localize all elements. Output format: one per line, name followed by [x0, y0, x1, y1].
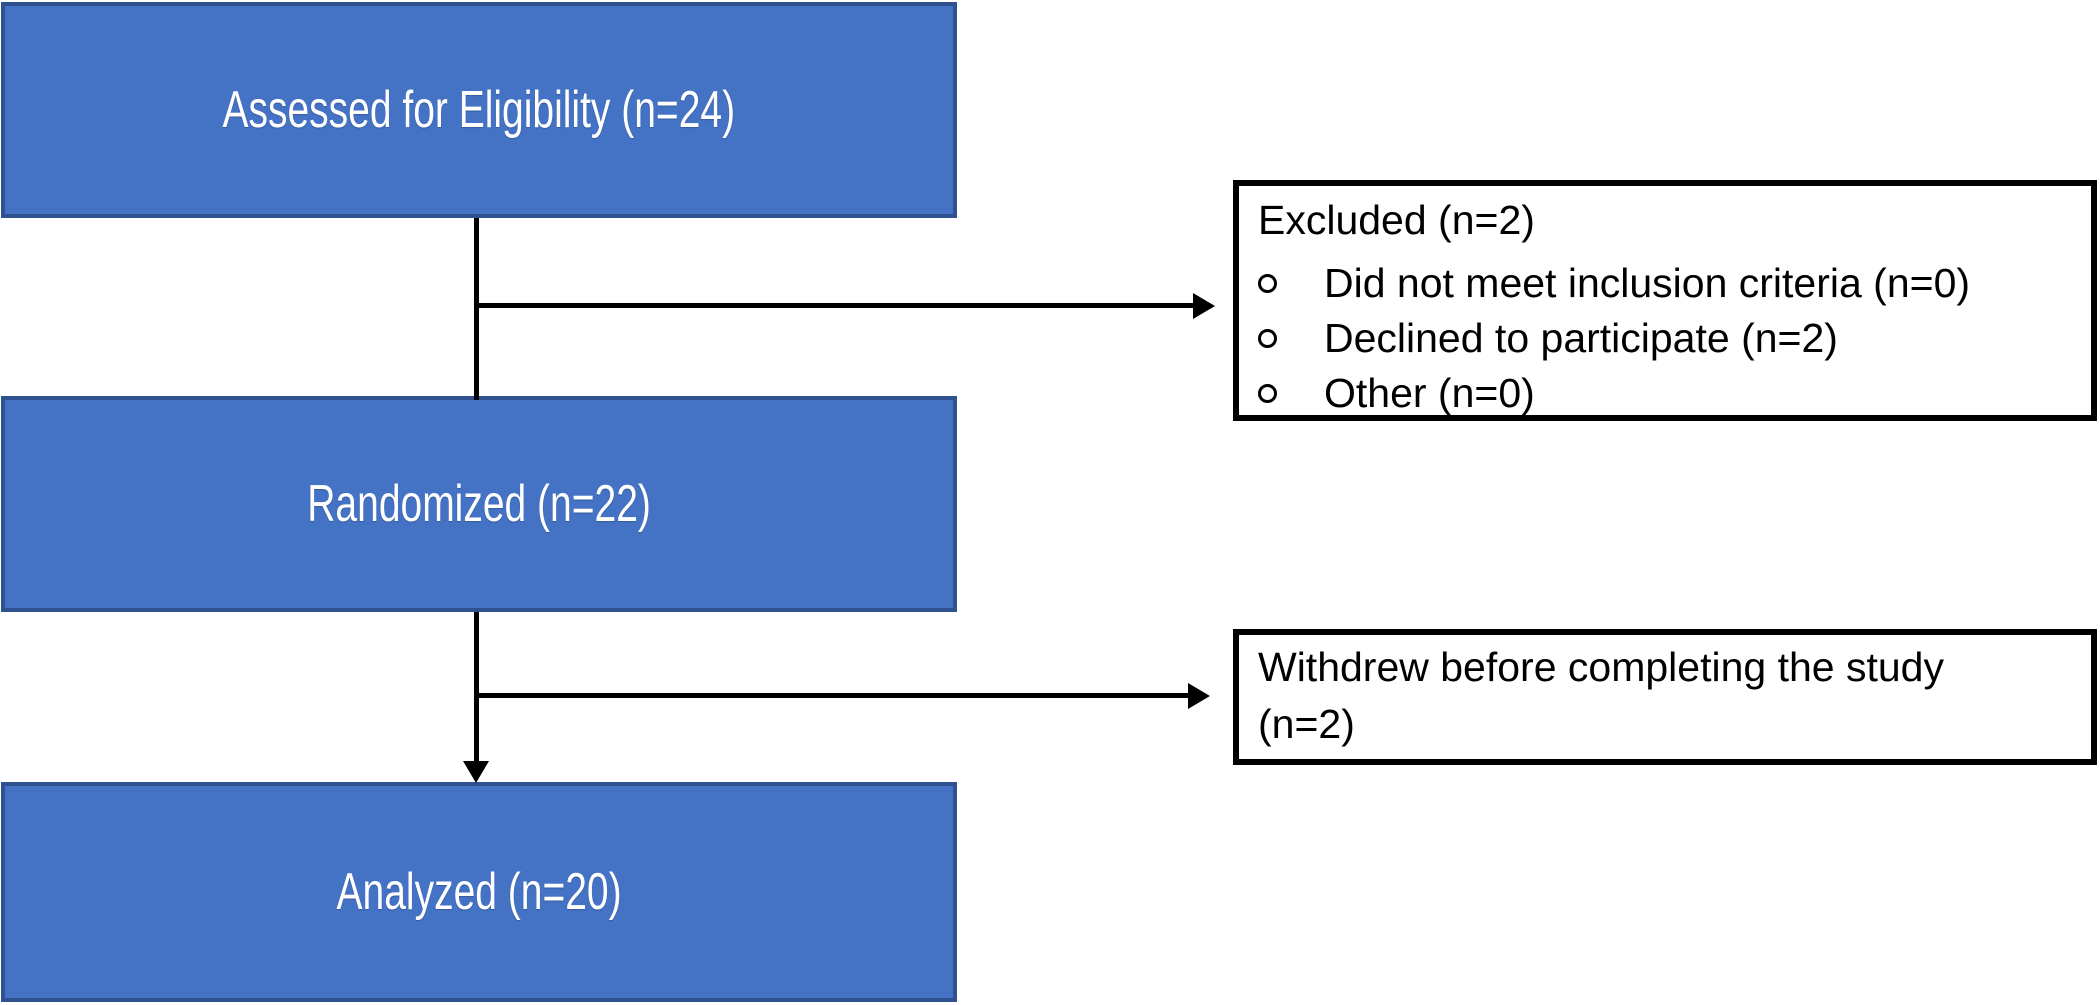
excluded-item: Declined to participate (n=2) — [1258, 311, 2081, 366]
bullet-circle-icon — [1258, 384, 1277, 403]
excluded-item: Did not meet inclusion criteria (n=0) — [1258, 256, 2081, 311]
bullet-circle-icon — [1258, 274, 1277, 293]
excluded-item-label: Declined to participate (n=2) — [1324, 315, 1838, 361]
analyzed-box: Analyzed (n=20) — [1, 782, 957, 1002]
connector-randomized-analyzed-line — [474, 612, 479, 763]
assessed-eligibility-box: Assessed for Eligibility (n=24) — [1, 2, 957, 218]
arrowhead-right-excluded-icon — [1193, 293, 1215, 319]
arrowhead-right-withdrew-icon — [1188, 683, 1210, 709]
withdrew-label-line2: (n=2) — [1258, 701, 1355, 747]
randomized-box: Randomized (n=22) — [1, 396, 957, 612]
excluded-item-label: Other (n=0) — [1324, 370, 1535, 416]
excluded-item-list: Did not meet inclusion criteria (n=0) De… — [1258, 256, 2081, 421]
withdrew-box: Withdrew before completing the study (n=… — [1233, 629, 2097, 765]
excluded-title: Excluded (n=2) — [1258, 197, 1535, 243]
assessed-eligibility-label: Assessed for Eligibility (n=24) — [222, 81, 736, 139]
analyzed-label: Analyzed (n=20) — [336, 863, 622, 921]
excluded-item-label: Did not meet inclusion criteria (n=0) — [1324, 260, 1971, 306]
connector-branch-excluded-line — [477, 303, 1193, 308]
randomized-label: Randomized (n=22) — [307, 475, 651, 533]
excluded-item: Other (n=0) — [1258, 366, 2081, 421]
bullet-circle-icon — [1258, 329, 1277, 348]
connector-assessed-randomized-line — [474, 218, 479, 400]
arrowhead-down-analyzed-icon — [463, 761, 489, 783]
connector-branch-withdrew-line — [477, 693, 1188, 698]
excluded-box: Excluded (n=2) Did not meet inclusion cr… — [1233, 180, 2097, 421]
withdrew-label-line1: Withdrew before completing the study — [1258, 644, 1944, 690]
